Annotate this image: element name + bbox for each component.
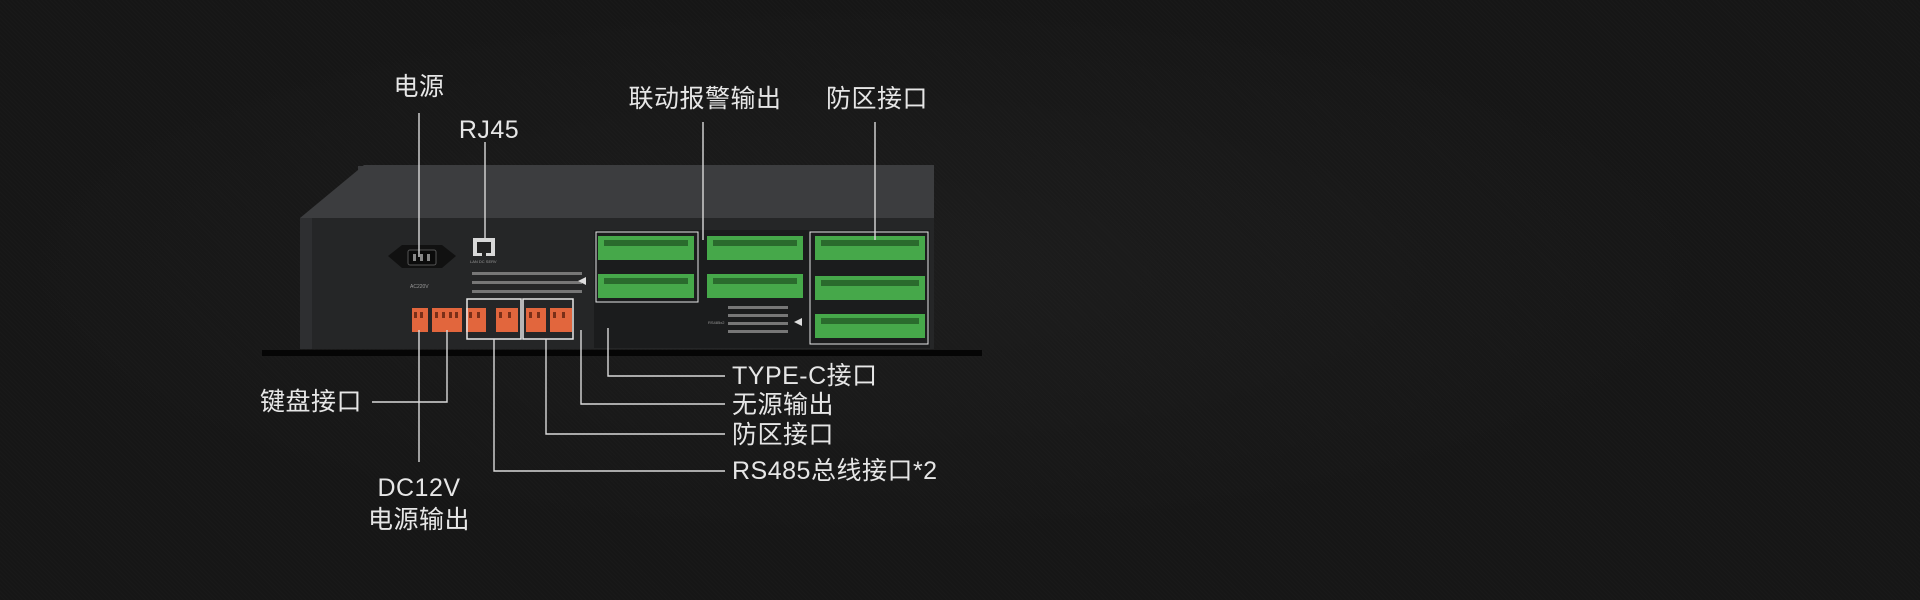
green-terminal-frame-left — [595, 231, 699, 303]
leader-keyboard — [372, 330, 448, 403]
arrow-marker-left — [578, 277, 586, 285]
label-rs485: RS485总线接口*2 — [732, 457, 938, 485]
label-dc12v-line2: 电源输出 — [367, 506, 471, 534]
label-type-c: TYPE-C接口 — [732, 362, 878, 390]
rs485-small-text: RS485x2 — [708, 320, 725, 325]
label-passive-output: 无源输出 — [732, 391, 835, 419]
green-terminal-frame-right — [809, 231, 929, 345]
rs485-dot-markings — [728, 306, 788, 333]
label-zone-interface-bottom: 防区接口 — [732, 421, 835, 449]
label-power: 电源 — [393, 73, 445, 101]
power-inlet — [388, 245, 456, 268]
zone-highlight-box — [522, 298, 574, 340]
chassis-top — [300, 165, 934, 218]
label-linkage-alarm-output: 联动报警输出 — [628, 85, 782, 113]
label-keyboard-interface: 键盘接口 — [260, 388, 363, 416]
green-terminal-screws — [604, 240, 919, 324]
ac-label-text: AC220V — [410, 284, 429, 290]
label-dc12v-output: DC12V 电源输出 — [368, 472, 470, 536]
dip-markings — [472, 272, 582, 293]
leader-passive-output — [580, 330, 725, 405]
leader-lines — [372, 113, 876, 472]
label-zone-interface-top: 防区接口 — [825, 85, 929, 113]
leader-rs485 — [493, 339, 725, 472]
arrow-marker-right — [794, 318, 802, 326]
lan-label-text: LAN DC SERV — [470, 259, 497, 264]
leader-type-c — [607, 328, 725, 377]
label-dc12v-line1: DC12V — [377, 474, 461, 502]
rj45-port — [473, 238, 495, 256]
label-rj45: RJ45 — [458, 116, 520, 144]
leader-zone-bottom — [545, 339, 725, 435]
chassis-left-side — [300, 218, 312, 349]
orange-terminal-slots — [414, 312, 565, 318]
device-shadow — [262, 350, 982, 356]
